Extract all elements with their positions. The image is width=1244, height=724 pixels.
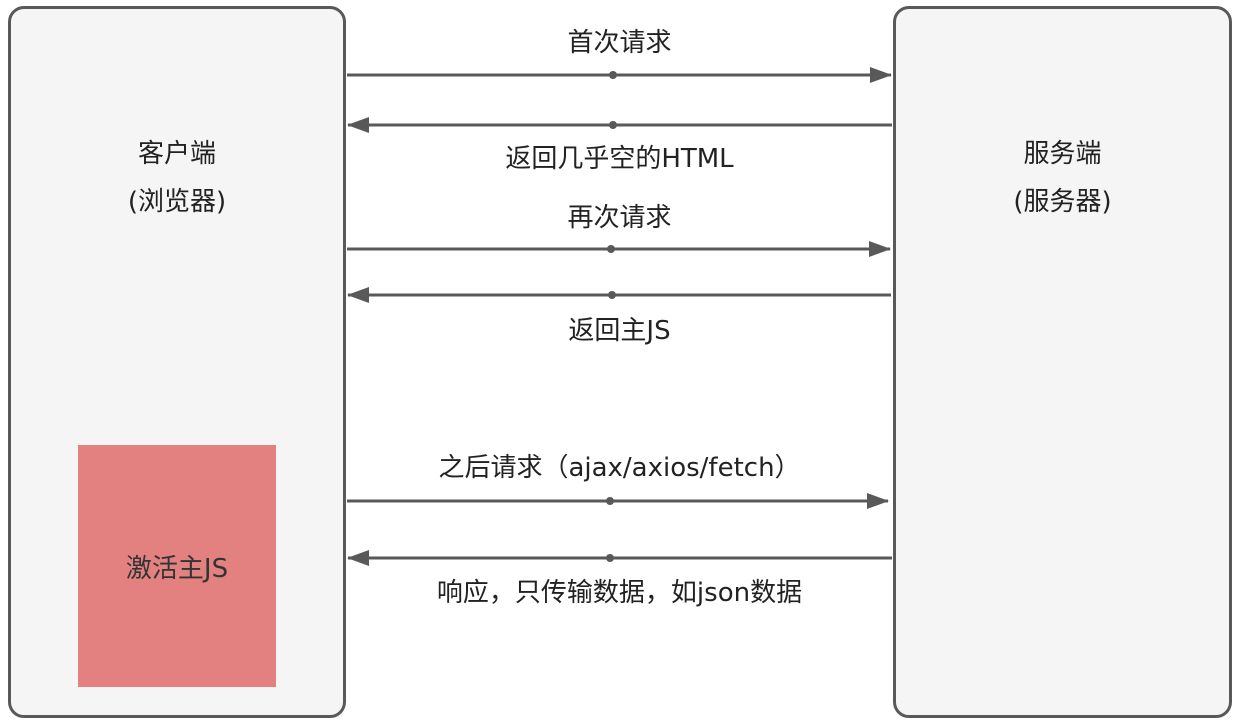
server-subtitle: (服务器) [1013,187,1112,217]
label-return-main-js: 返回主JS [568,316,671,346]
arrow-dot-return-empty-html [609,121,617,129]
client-title: 客户端 [137,139,216,169]
arrow-dot-second-request [607,245,615,253]
server-title: 服务端 [1023,139,1102,169]
arrow-dot-first-request [609,71,617,79]
activate-main-js-label: 激活主JS [125,553,229,584]
arrow-dot-return-main-js [608,291,616,299]
label-return-empty-html: 返回几乎空的HTML [505,144,734,174]
activate-main-js-box: 激活主JS [78,445,276,687]
label-second-request: 再次请求 [567,203,672,233]
arrow-dot-subsequent-request [606,497,614,505]
client-subtitle: (浏览器) [127,187,227,217]
label-subsequent-request: 之后请求（ajax/axios/fetch） [438,453,801,483]
label-first-request: 首次请求 [567,28,672,58]
label-response-json: 响应，只传输数据，如json数据 [436,578,803,608]
server-panel: 服务端 (服务器) [893,6,1232,718]
arrow-dot-response-json [606,554,614,562]
